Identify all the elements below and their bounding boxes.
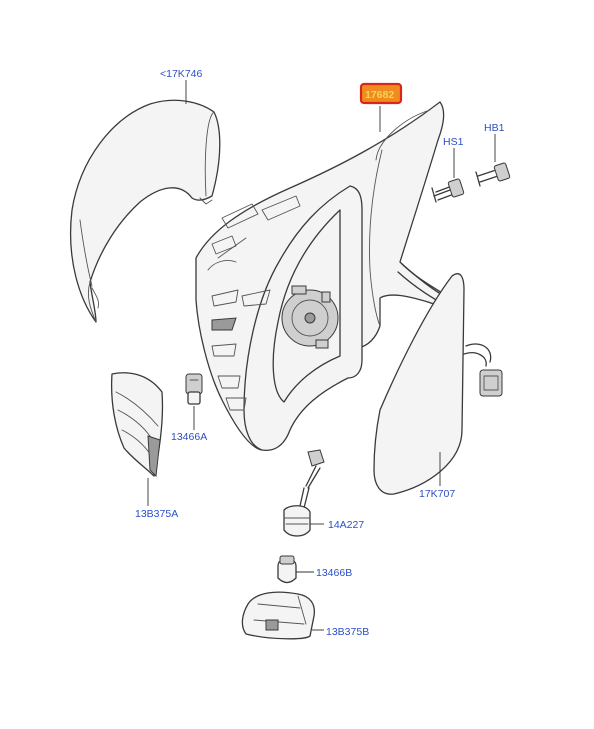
lamp-a-label: 13B375A xyxy=(135,508,178,520)
screw-hs1-part xyxy=(431,178,465,203)
cover-label: <17K746 xyxy=(160,68,202,80)
screw-hs1-label: HS1 xyxy=(443,136,464,148)
mirror-housing-part xyxy=(195,101,453,452)
mirror-glass-part xyxy=(373,273,503,495)
indicator-lamp-a-part xyxy=(110,372,164,478)
housing-label: 17682 xyxy=(365,89,394,101)
housing-callout: 17682 xyxy=(359,82,403,105)
bulb-a-label: 13466A xyxy=(171,431,207,443)
callout-leaders xyxy=(147,80,496,631)
highlight-box xyxy=(359,82,403,105)
screw-hb1-label: HB1 xyxy=(484,122,505,134)
bulb-b-part xyxy=(277,555,297,584)
screw-hb1-part xyxy=(475,162,511,187)
puddle-lamp-b-part xyxy=(241,591,316,640)
bulb-b-label: 13466B xyxy=(316,567,352,579)
socket-part xyxy=(283,449,325,537)
mirror-cover-part xyxy=(69,99,221,323)
glass-label: 17K707 xyxy=(419,488,455,500)
socket-label: 14A227 xyxy=(328,519,364,531)
bulb-a-part xyxy=(185,373,203,405)
lamp-b-label: 13B375B xyxy=(326,626,369,638)
